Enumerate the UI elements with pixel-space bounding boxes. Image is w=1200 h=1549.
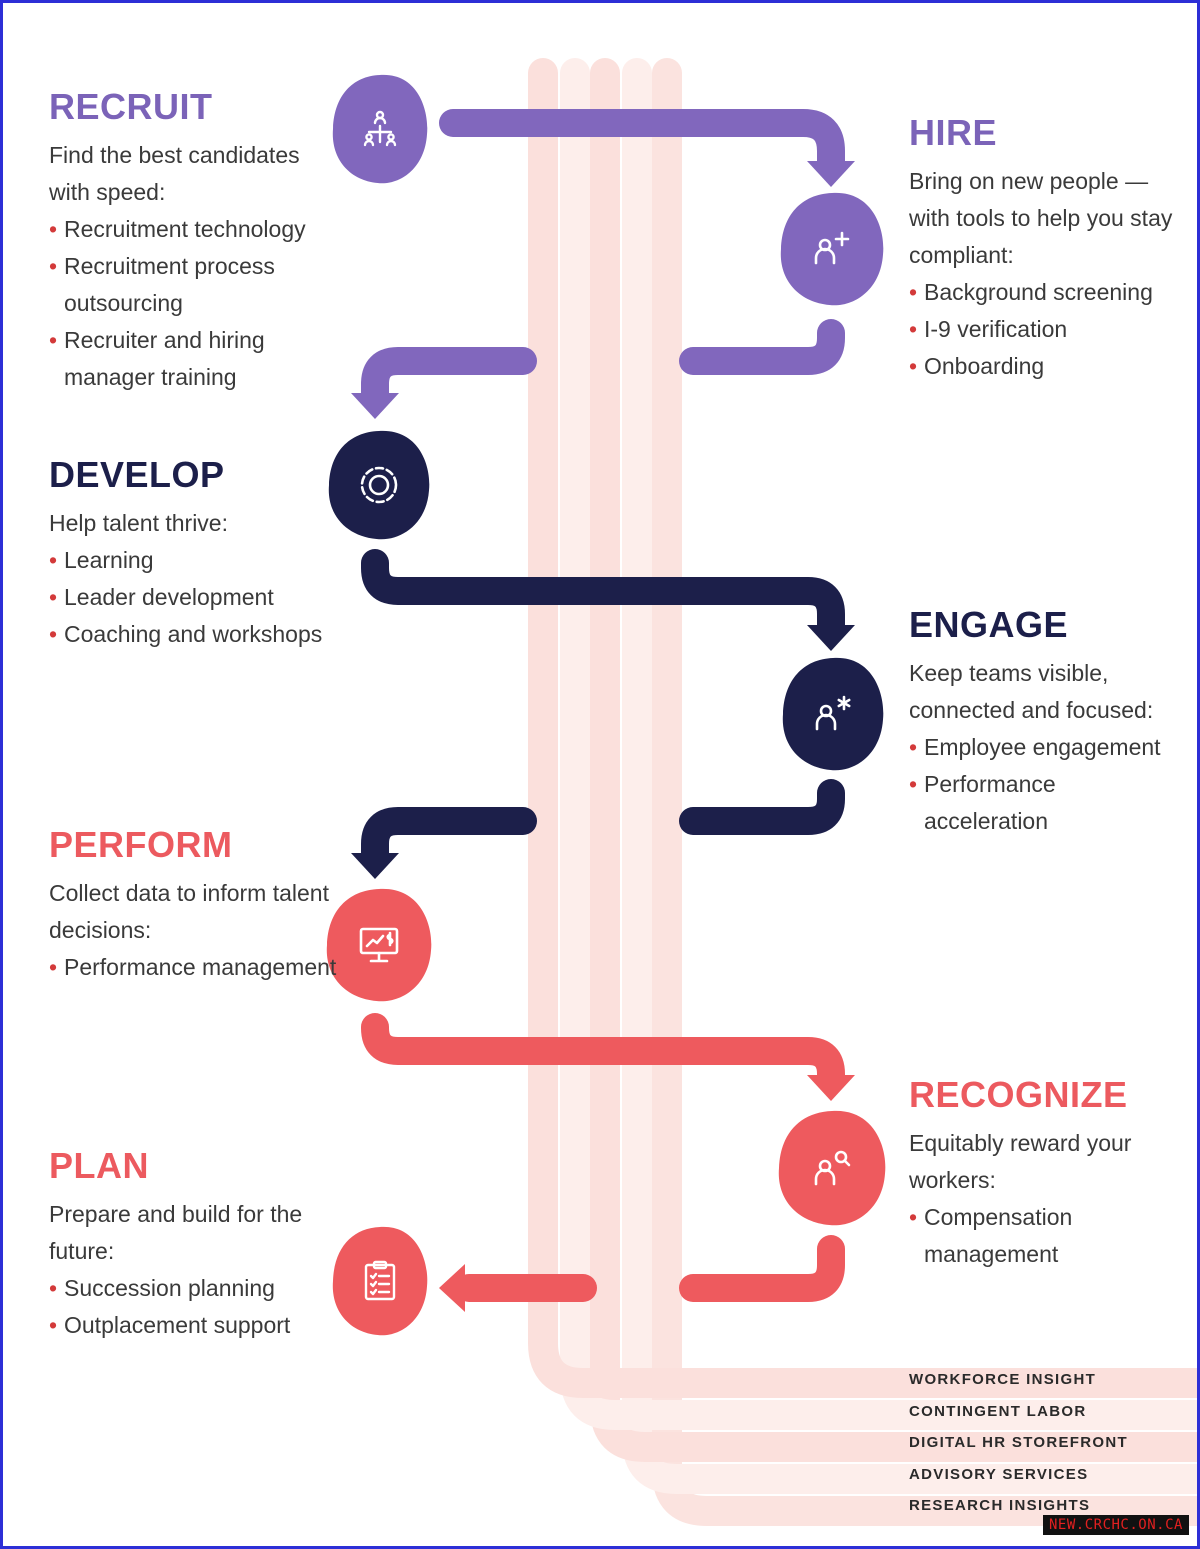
blob-engage: [782, 657, 884, 771]
arrow-to-plan: [439, 1264, 465, 1312]
blob-recognize: [778, 1110, 886, 1226]
blob-perform: [326, 888, 432, 1002]
blob-hire: [780, 192, 884, 306]
list-item: Leader development: [49, 579, 339, 616]
arrow-to-develop: [351, 393, 399, 419]
stage-title: ENGAGE: [909, 604, 1069, 645]
person-search-icon: [779, 1111, 885, 1225]
stage-item-list: Recruitment technology Recruitment proce…: [49, 211, 339, 396]
connector-hire-to-develop-b: [361, 347, 537, 407]
stage-description: Collect data to inform talent decisions:: [49, 880, 329, 943]
list-item: Background screening: [909, 274, 1179, 311]
stage-recognize: RECOGNIZE Equitably reward your workers:…: [909, 1075, 1179, 1273]
service-item-advisory-services: ADVISORY SERVICES: [909, 1465, 1089, 1483]
list-item: Compensation management: [909, 1199, 1179, 1273]
add-person-icon: [781, 193, 883, 305]
connector-recruit-to-hire: [439, 109, 845, 175]
monitor-chart-icon: [327, 889, 431, 1001]
stage-title: PERFORM: [49, 824, 233, 865]
checklist-icon: [333, 1227, 427, 1335]
stage-title: RECRUIT: [49, 86, 213, 127]
stage-engage: ENGAGE Keep teams visible, connected and…: [909, 605, 1179, 840]
stage-item-list: Performance management: [49, 949, 339, 986]
list-item: Onboarding: [909, 348, 1179, 385]
flow-connectors: [351, 109, 855, 1312]
connector-hire-to-develop-a: [679, 319, 845, 375]
connector-perform-to-recognize: [361, 1013, 845, 1089]
stage-item-list: Compensation management: [909, 1199, 1179, 1273]
stage-plan: PLAN Prepare and build for the future: S…: [49, 1145, 339, 1345]
talent-lifecycle-diagram: [326, 58, 1197, 1526]
list-item: Outplacement support: [49, 1307, 339, 1344]
service-item-digital-hr-storefront: DIGITAL HR STOREFRONT: [909, 1434, 1128, 1451]
service-ribbons: [528, 58, 1197, 1526]
list-item: Recruiter and hiring manager training: [49, 322, 339, 396]
service-ribbon: [528, 58, 1197, 1398]
arrow-to-perform: [351, 853, 399, 879]
stage-item-list: Succession planning Outplacement support: [49, 1270, 339, 1344]
list-item: Performance acceleration: [909, 766, 1179, 840]
stage-item-list: Employee engagement Performance accelera…: [909, 729, 1179, 840]
arrow-to-hire: [807, 161, 855, 187]
service-item-contingent-labor: CONTINGENT LABOR: [909, 1402, 1087, 1420]
list-item: Employee engagement: [909, 729, 1179, 766]
list-item: Recruitment process outsourcing: [49, 248, 339, 322]
list-item: Recruitment technology: [49, 211, 339, 248]
list-item: Learning: [49, 542, 339, 579]
stage-description: Find the best candidates with speed:: [49, 142, 300, 205]
blob-plan: [332, 1226, 428, 1336]
watermark: NEW.CRCHC.ON.CA: [1043, 1515, 1189, 1535]
list-item: Succession planning: [49, 1270, 339, 1307]
stage-title: PLAN: [49, 1145, 149, 1186]
stage-perform: PERFORM Collect data to inform talent de…: [49, 824, 339, 987]
service-item-workforce-insight: WORKFORCE INSIGHT: [909, 1371, 1097, 1388]
connector-engage-to-perform-b: [361, 807, 537, 867]
connector-develop-to-engage: [361, 549, 845, 639]
list-item: I-9 verification: [909, 311, 1179, 348]
connector-engage-to-perform-a: [679, 779, 845, 835]
stage-description: Keep teams visible, connected and focuse…: [909, 660, 1154, 723]
connector-recognize-to-plan-a: [679, 1235, 845, 1302]
person-star-icon: [783, 658, 883, 770]
stage-description: Help talent thrive:: [49, 510, 228, 536]
stage-description: Equitably reward your workers:: [909, 1130, 1132, 1193]
org-chart-icon: [333, 75, 427, 183]
stage-recruit: RECRUIT Find the best candidates with sp…: [49, 87, 339, 396]
stage-title: HIRE: [909, 112, 998, 153]
services-list: WORKFORCE INSIGHT CONTINGENT LABOR DIGIT…: [909, 1369, 1128, 1527]
blob-develop: [328, 430, 430, 540]
cycle-gear-icon: [329, 431, 429, 539]
stage-title: DEVELOP: [49, 454, 225, 495]
stage-title: RECOGNIZE: [909, 1074, 1128, 1115]
service-item-research-insights: RESEARCH INSIGHTS: [909, 1497, 1091, 1514]
arrow-to-engage: [807, 625, 855, 651]
stage-item-list: Background screening I-9 verification On…: [909, 274, 1179, 385]
list-item: Coaching and workshops: [49, 616, 339, 653]
stage-description: Bring on new people — with tools to help…: [909, 168, 1173, 268]
stage-develop: DEVELOP Help talent thrive: Learning Lea…: [49, 454, 339, 654]
stage-item-list: Learning Leader development Coaching and…: [49, 542, 339, 653]
stage-description: Prepare and build for the future:: [49, 1201, 303, 1264]
list-item: Performance management: [49, 949, 339, 986]
stage-hire: HIRE Bring on new people — with tools to…: [909, 112, 1179, 386]
arrow-to-recognize: [807, 1075, 855, 1101]
